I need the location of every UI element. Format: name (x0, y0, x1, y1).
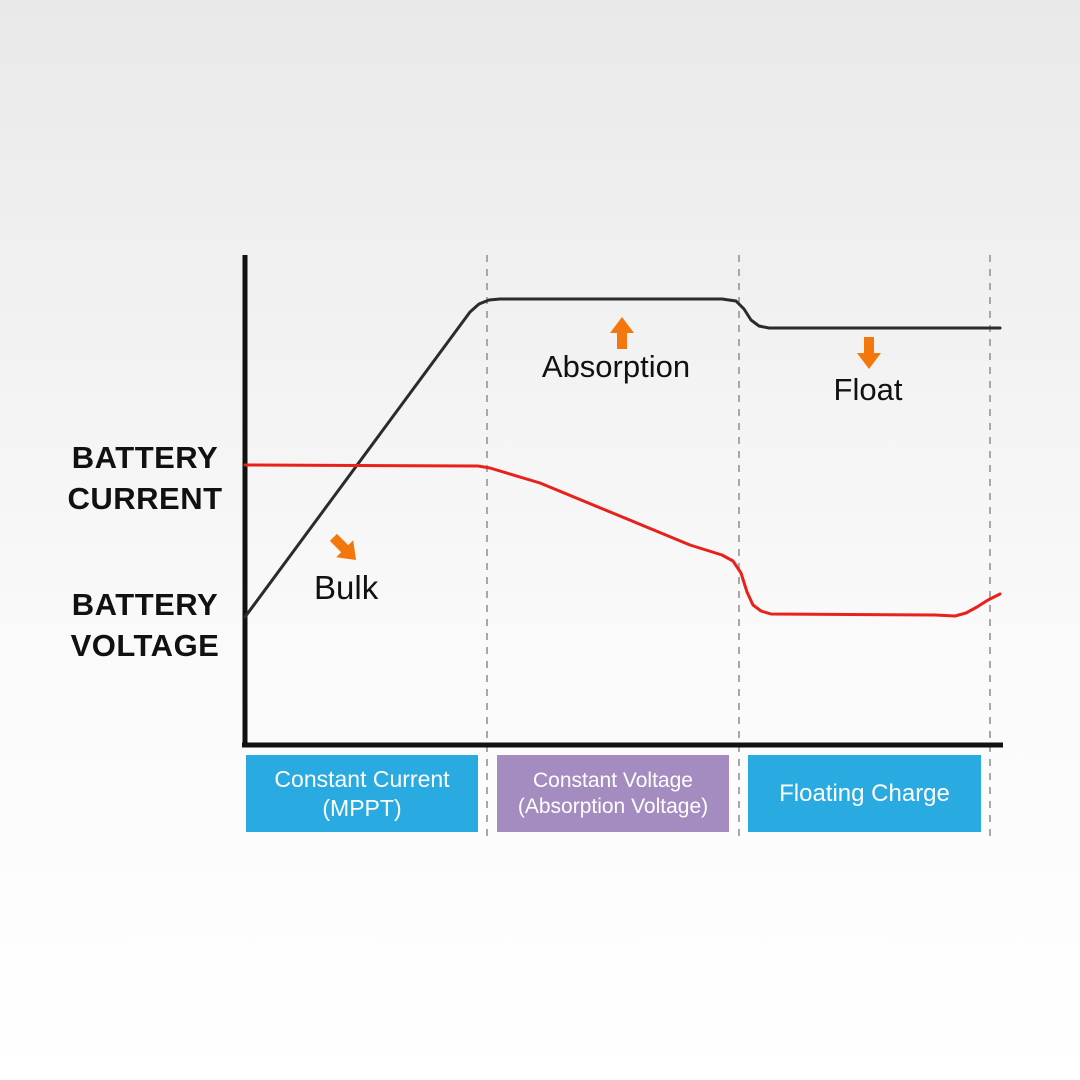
phase-box-constant-current-line2: (MPPT) (322, 794, 402, 821)
bulk-arrow-icon (329, 533, 357, 561)
phase-box-constant-current-line1: Constant Current (274, 765, 450, 792)
phase-box-constant-current: Constant Current (MPPT) (246, 755, 478, 832)
phase-box-constant-voltage-line2: (Absorption Voltage) (517, 794, 709, 818)
battery-voltage-curve (243, 297, 1002, 619)
bulk-label: Bulk (314, 569, 379, 606)
phase-box-constant-voltage: Constant Voltage (Absorption Voltage) (497, 755, 729, 832)
battery-voltage-line2: VOLTAGE (70, 628, 220, 663)
phase-box-floating-charge-line1: Floating Charge (779, 780, 950, 807)
battery-voltage-label: BATTERY VOLTAGE (50, 584, 240, 666)
phase-box-floating-charge: Floating Charge (748, 755, 981, 832)
absorption-label: Absorption (541, 349, 691, 384)
battery-current-line1: BATTERY (71, 440, 219, 475)
phase-box-constant-voltage-line1: Constant Voltage (533, 768, 693, 792)
float-label: Float (833, 372, 903, 407)
absorption-arrow-icon (610, 317, 634, 349)
battery-current-line2: CURRENT (67, 481, 223, 516)
battery-current-label: BATTERY CURRENT (50, 437, 240, 519)
battery-voltage-line1: BATTERY (71, 587, 219, 622)
float-arrow-icon (857, 337, 881, 369)
battery-current-curve (243, 463, 1002, 618)
